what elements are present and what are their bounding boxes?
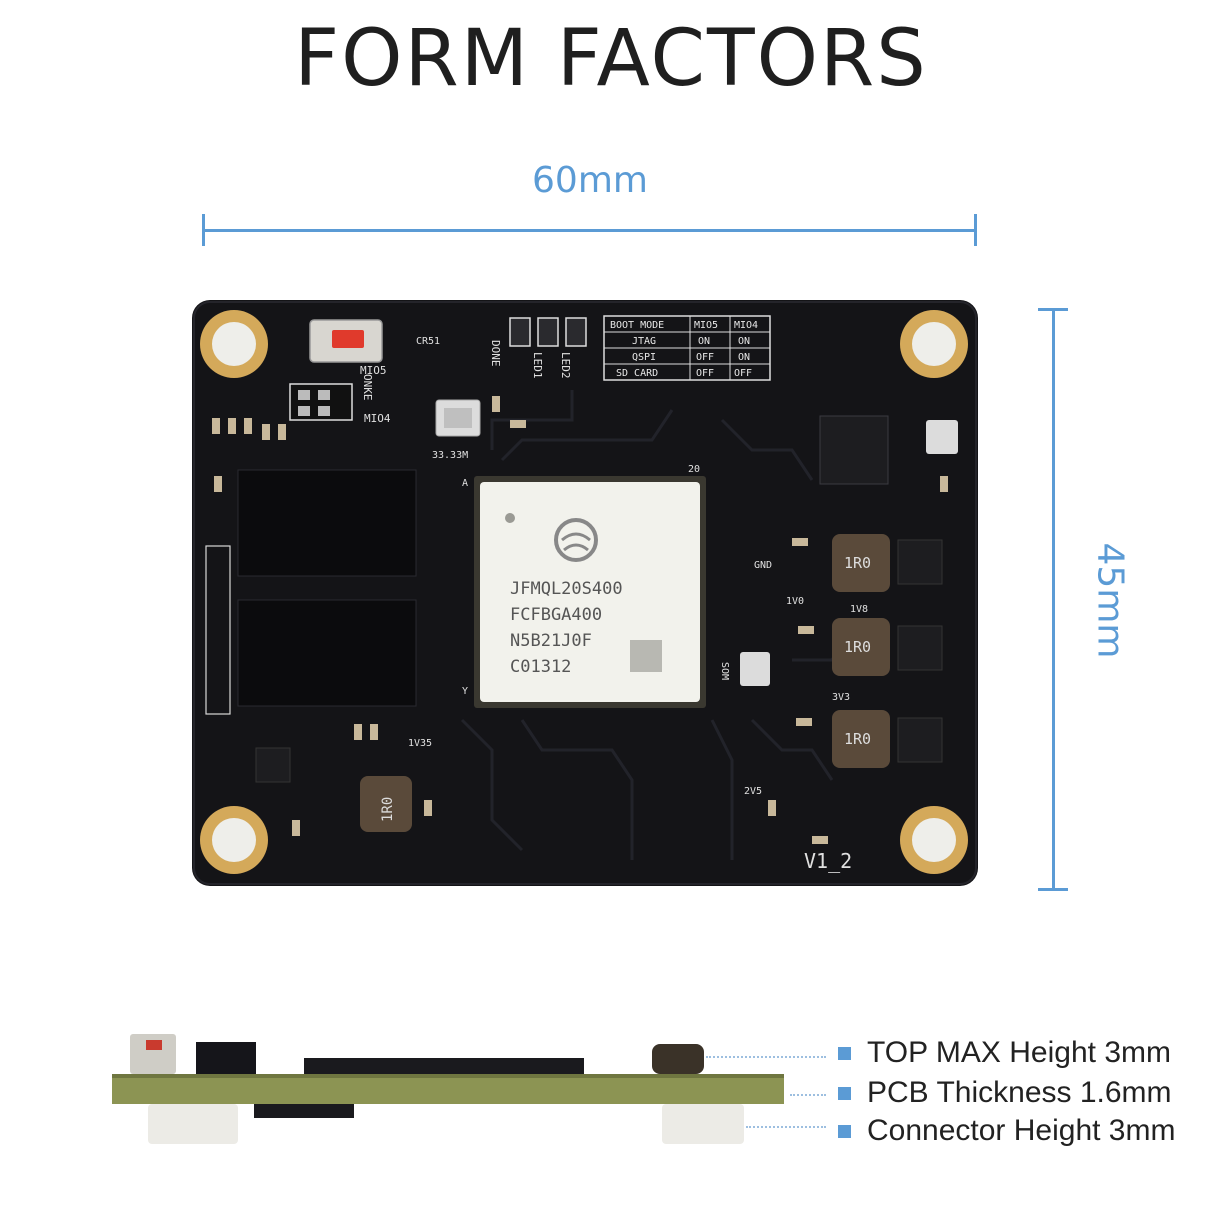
spec-bullet-icon — [838, 1046, 851, 1060]
som-oscillator — [740, 652, 770, 686]
spec-pcb-thickness: PCB Thickness 1.6mm — [838, 1076, 1172, 1110]
inductor-3-label: 1R0 — [844, 730, 871, 748]
crystal-oscillator — [435, 399, 481, 437]
leader-top-height — [706, 1056, 826, 1058]
silk-led2: LED2 — [559, 352, 572, 379]
mounting-hole-bottom-right — [900, 806, 968, 874]
height-dimension-line — [1052, 308, 1055, 890]
spec-connector-height: Connector Height 3mm — [838, 1114, 1175, 1148]
inductor-4: 1R0 — [360, 776, 412, 832]
left-pad-array — [205, 545, 231, 715]
side-connector-left — [148, 1104, 238, 1144]
width-dimension-line — [204, 229, 976, 232]
silk-1v8: 1V8 — [850, 604, 868, 615]
mounting-hole-top-left — [200, 310, 268, 378]
boot-table-qspi-mio4: ON — [738, 352, 750, 363]
width-dimension-label: 60mm — [532, 160, 648, 201]
boot-table-head-mio4: MIO4 — [734, 320, 758, 331]
chip-line-1: JFMQL20S400 — [510, 579, 623, 599]
silk-gnd: GND — [754, 560, 772, 571]
silk-cr51: CR51 — [416, 336, 440, 347]
silk-done: DONE — [489, 340, 502, 367]
chip-datamatrix — [630, 640, 662, 672]
board-version: V1_2 — [804, 849, 852, 873]
boot-table-qspi: QSPI — [632, 352, 656, 363]
side-components — [304, 1058, 584, 1076]
mounting-hole-top-right — [900, 310, 968, 378]
silk-20: 20 — [688, 464, 700, 475]
ddr-memory-chip-2 — [237, 599, 417, 707]
silk-2v5: 2V5 — [744, 786, 762, 797]
height-dimension-label: 45mm — [1089, 542, 1131, 659]
chip-line-2: FCFBGA400 — [510, 605, 602, 625]
silk-mio5: MIO5 — [360, 364, 387, 377]
main-soc: JFMQL20S400 FCFBGA400 N5B21J0F C01312 — [474, 476, 706, 708]
side-connector-right — [662, 1104, 744, 1144]
status-leds — [509, 317, 587, 347]
chip-line-3: N5B21J0F — [510, 631, 592, 651]
silk-onke: ONKE — [361, 374, 374, 401]
board-side-view — [112, 1034, 784, 1144]
boot-table-jtag-mio5: ON — [698, 336, 710, 347]
boot-table-sdcard: SD CARD — [616, 368, 658, 379]
spec-bullet-icon — [838, 1086, 851, 1100]
spec-top-max-height-label: TOP MAX Height 3mm — [867, 1036, 1171, 1069]
height-dimension-cap-top — [1038, 308, 1068, 311]
silk-y: Y — [462, 686, 468, 697]
page-title: FORM FACTORS — [294, 14, 928, 104]
spec-connector-height-label: Connector Height 3mm — [867, 1114, 1176, 1147]
ddr-memory-chip-1 — [237, 469, 417, 577]
boot-mode-table: BOOT MODE MIO5 MIO4 JTAG ON ON QSPI OFF … — [603, 315, 771, 381]
oscillator-right — [926, 420, 958, 454]
side-inductor — [652, 1044, 704, 1074]
silk-a: A — [462, 478, 468, 489]
pcb-traces — [460, 390, 854, 860]
silk-led1: LED1 — [531, 352, 544, 379]
silk-1v0: 1V0 — [786, 596, 804, 607]
regulator-3 — [897, 717, 943, 763]
board-top-view: CR51 MIO5 MIO4 ONKE DONE LED1 LED2 BOOT … — [192, 300, 978, 886]
pmic-chip — [819, 415, 889, 485]
chip-line-4: C01312 — [510, 657, 571, 677]
silk-som: SOM — [719, 662, 730, 680]
inductor-3: 1R0 — [832, 710, 890, 768]
mounting-hole-bottom-left — [200, 806, 268, 874]
inductor-1: 1R0 — [832, 534, 890, 592]
inductor-1-label: 1R0 — [844, 554, 871, 572]
passive-components — [212, 396, 948, 844]
spec-pcb-thickness-label: PCB Thickness 1.6mm — [867, 1076, 1172, 1109]
boot-table-head-mode: BOOT MODE — [610, 320, 664, 331]
reset-button — [309, 319, 383, 363]
silk-mio4: MIO4 — [364, 412, 391, 425]
regulator-1 — [897, 539, 943, 585]
inductor-4-label: 1R0 — [380, 797, 396, 822]
side-pcb-edge — [112, 1074, 784, 1104]
boot-table-jtag: JTAG — [632, 336, 656, 347]
inductor-2-label: 1R0 — [844, 638, 871, 656]
chip-logo-icon — [554, 518, 598, 562]
boot-table-qspi-mio5: OFF — [696, 352, 714, 363]
boot-table-sdcard-mio4: OFF — [734, 368, 752, 379]
height-dimension-cap-bottom — [1038, 888, 1068, 891]
spec-bullet-icon — [838, 1124, 851, 1138]
inductor-2: 1R0 — [832, 618, 890, 676]
dip-switch — [289, 383, 353, 421]
boot-table-head-mio5: MIO5 — [694, 320, 718, 331]
width-dimension-cap-right — [974, 214, 977, 246]
ddr-regulator — [255, 747, 291, 783]
silk-3v3: 3V3 — [832, 692, 850, 703]
leader-pcb-thickness — [790, 1094, 826, 1096]
silk-33m: 33.33M — [432, 450, 468, 461]
boot-table-sdcard-mio5: OFF — [696, 368, 714, 379]
silk-1v35: 1V35 — [408, 738, 432, 749]
boot-table-jtag-mio4: ON — [738, 336, 750, 347]
side-dip-switch — [196, 1042, 256, 1074]
regulator-2 — [897, 625, 943, 671]
spec-top-max-height: TOP MAX Height 3mm — [838, 1036, 1171, 1070]
side-button — [130, 1034, 176, 1074]
leader-connector-height — [746, 1126, 826, 1128]
width-dimension-cap-left — [202, 214, 205, 246]
